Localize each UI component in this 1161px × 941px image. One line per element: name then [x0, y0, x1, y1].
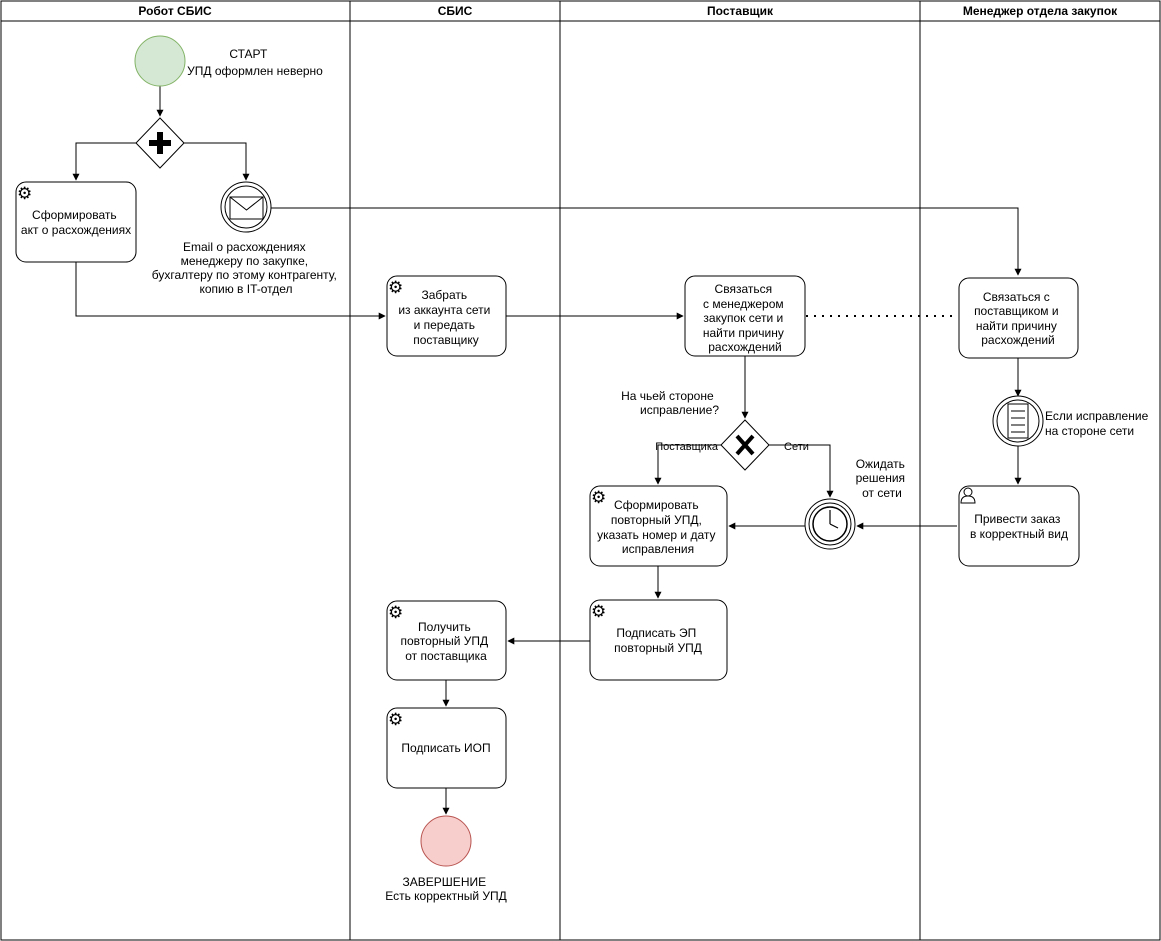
email-event-label: Email о расхождениях менеджеру по закупк…	[152, 240, 340, 296]
conditional-event-label: Если исправление на стороне сети	[1045, 409, 1152, 438]
task-sign-ep: ⚙ Подписать ЭП повторный УПД	[589, 599, 728, 681]
gear-icon: ⚙	[388, 278, 403, 297]
svg-text:Получить повторный УПД: Получить повторный УПД от поставщика	[401, 620, 492, 663]
gear-icon: ⚙	[591, 488, 606, 507]
task-fetch-from-account: ⚙ Забрать из аккаунта сети и передать по…	[386, 275, 507, 357]
gear-icon: ⚙	[17, 184, 32, 203]
task-fix-order: Привести заказ в корректный вид	[958, 485, 1080, 567]
parallel-gateway	[135, 117, 185, 169]
branch-label-supplier: Поставщика	[655, 441, 719, 453]
gear-icon: ⚙	[388, 710, 403, 729]
end-event-label: ЗАВЕРШЕНИЕ Есть корректный УПД	[385, 875, 507, 903]
exclusive-gateway	[720, 419, 770, 471]
document-icon	[1007, 403, 1029, 439]
svg-text:Связаться с поставщиком: Связаться с поставщиком и найти причину …	[974, 290, 1062, 347]
lane-header-supplier: Поставщик	[707, 4, 774, 18]
lane-header-robot: Робот СБИС	[138, 4, 212, 18]
timer-event-label: Ожидать решения от сети	[856, 457, 909, 500]
task-receive-repeat-upd: ⚙ Получить повторный УПД от поставщика	[386, 600, 507, 681]
lane-header-manager: Менеджер отдела закупок	[963, 4, 1118, 18]
svg-text:Привести заказ в коррект: Привести заказ в корректный вид	[970, 512, 1068, 541]
start-event-label: СТАРТ УПД оформлен неверно	[187, 47, 323, 78]
end-event	[420, 815, 472, 867]
svg-text:Подписать ЭП повторный У: Подписать ЭП повторный УПД	[614, 626, 702, 655]
task-contact-network-manager: Связаться с менеджером закупок сети и на…	[684, 275, 806, 357]
task-sign-iop: ⚙ Подписать ИОП	[386, 707, 507, 789]
conditional-event	[992, 395, 1044, 447]
envelope-icon	[229, 196, 264, 220]
start-event	[134, 35, 186, 87]
gateway-question: На чьей стороне исправление?	[621, 389, 719, 417]
task-create-discrepancy-act: ⚙ Сформировать акт о расхождениях	[15, 181, 137, 263]
svg-text:Забрать из аккаунта сети: Забрать из аккаунта сети и передать пост…	[398, 288, 493, 347]
task-create-repeat-upd: ⚙ Сформировать повторный УПД, указать но…	[589, 485, 728, 567]
svg-text:Сформировать акт о расхо: Сформировать акт о расхождениях	[21, 208, 131, 237]
gear-icon: ⚙	[591, 602, 606, 621]
gear-icon: ⚙	[388, 603, 403, 622]
clock-icon	[812, 506, 848, 542]
email-event	[220, 181, 272, 233]
branch-label-network: Сети	[784, 441, 809, 453]
lane-header-sbis: СБИС	[438, 4, 473, 18]
task-contact-supplier: Связаться с поставщиком и найти причину …	[958, 277, 1079, 359]
svg-text:Связаться с менеджером: Связаться с менеджером закупок сети и на…	[703, 282, 787, 354]
sequence-flows	[72, 86, 1022, 815]
user-icon	[960, 487, 976, 504]
svg-text:Подписать ИОП: Подписать ИОП	[401, 741, 490, 755]
timer-event	[804, 498, 856, 550]
svg-text:Сформировать повторный У: Сформировать повторный УПД, указать номе…	[597, 498, 719, 556]
